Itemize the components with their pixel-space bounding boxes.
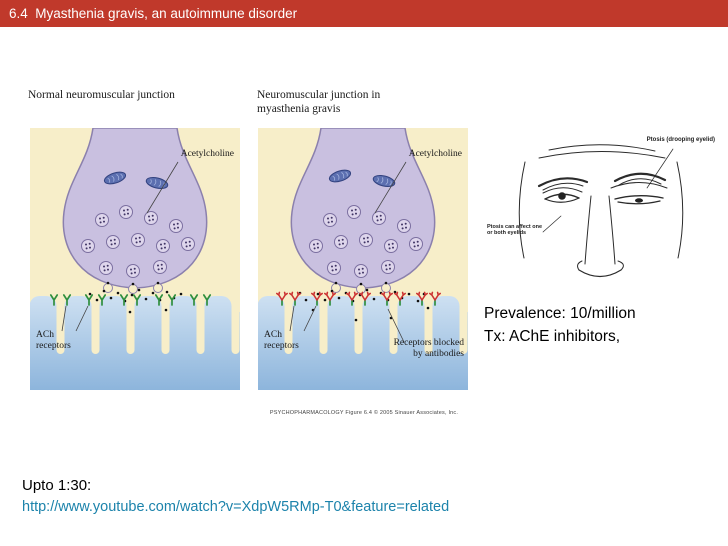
mg-junction-title: Neuromuscular junction in myasthenia gra… [257, 89, 381, 115]
muscle-fiber [30, 296, 240, 390]
prevalence-text: Prevalence: 10/million [484, 305, 636, 322]
axon-terminal [62, 128, 208, 294]
ach-receptors-label: ACh receptors [36, 330, 71, 351]
treatment-text: Tx: AChE inhibitors, [484, 328, 621, 345]
figure-caption: PSYCHOPHARMACOLOGY Figure 6.4 © 2005 Sin… [269, 410, 459, 416]
blocked-receptors-label: Receptors blocked by antibodies [393, 338, 464, 359]
label-pointer-lines [61, 161, 179, 332]
mg-junction-illustration [258, 128, 468, 390]
ptosis-label: Ptosis (drooping eyelid) [646, 137, 715, 143]
mg-junction-panel: Acetylcholine ACh receptors Receptors bl… [258, 128, 468, 390]
video-time-note: Upto 1:30: [22, 477, 92, 494]
ptosis-affect-label: Ptosis can affect one or both eyelids [487, 224, 543, 236]
affect-pointer-line [542, 215, 562, 233]
axon-terminal [290, 128, 436, 294]
left-eyebrow [537, 177, 589, 188]
slide-title-bar: 6.4 Myasthenia gravis, an autoimmune dis… [0, 0, 728, 27]
droopy-eye-pupil [635, 198, 643, 203]
normal-junction-illustration [30, 128, 240, 390]
label-pointer-lines [289, 161, 407, 343]
acetylcholine-label: Acetylcholine [180, 149, 234, 159]
acetylcholine-label: Acetylcholine [408, 149, 462, 159]
drooping-eyelid [614, 195, 664, 200]
facts-block: Prevalence: 10/million Tx: AChE inhibito… [484, 302, 636, 348]
ptosis-pointer-line [646, 148, 674, 189]
youtube-link[interactable]: http://www.youtube.com/watch?v=XdpW5RMp-… [22, 499, 450, 515]
muscle-fiber [258, 296, 468, 390]
ptosis-face-illustration [518, 144, 684, 278]
slide-title: 6.4 Myasthenia gravis, an autoimmune dis… [9, 6, 298, 21]
ptosis-figure: Ptosis (drooping eyelid) Ptosis can affe… [487, 136, 715, 300]
normal-junction-title: Normal neuromuscular junction [28, 89, 175, 101]
left-eye-pupil [558, 192, 566, 200]
nose [584, 195, 592, 265]
ach-receptors-label: ACh receptors [264, 330, 299, 351]
normal-junction-panel: Acetylcholine ACh receptors [30, 128, 240, 390]
right-eyebrow [613, 172, 667, 183]
